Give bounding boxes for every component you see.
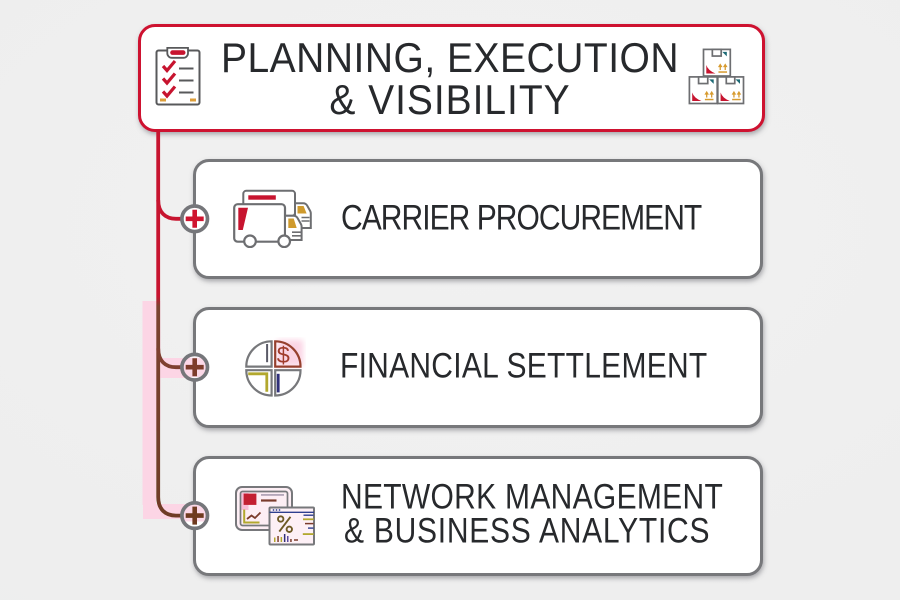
- svg-text:$: $: [277, 342, 290, 368]
